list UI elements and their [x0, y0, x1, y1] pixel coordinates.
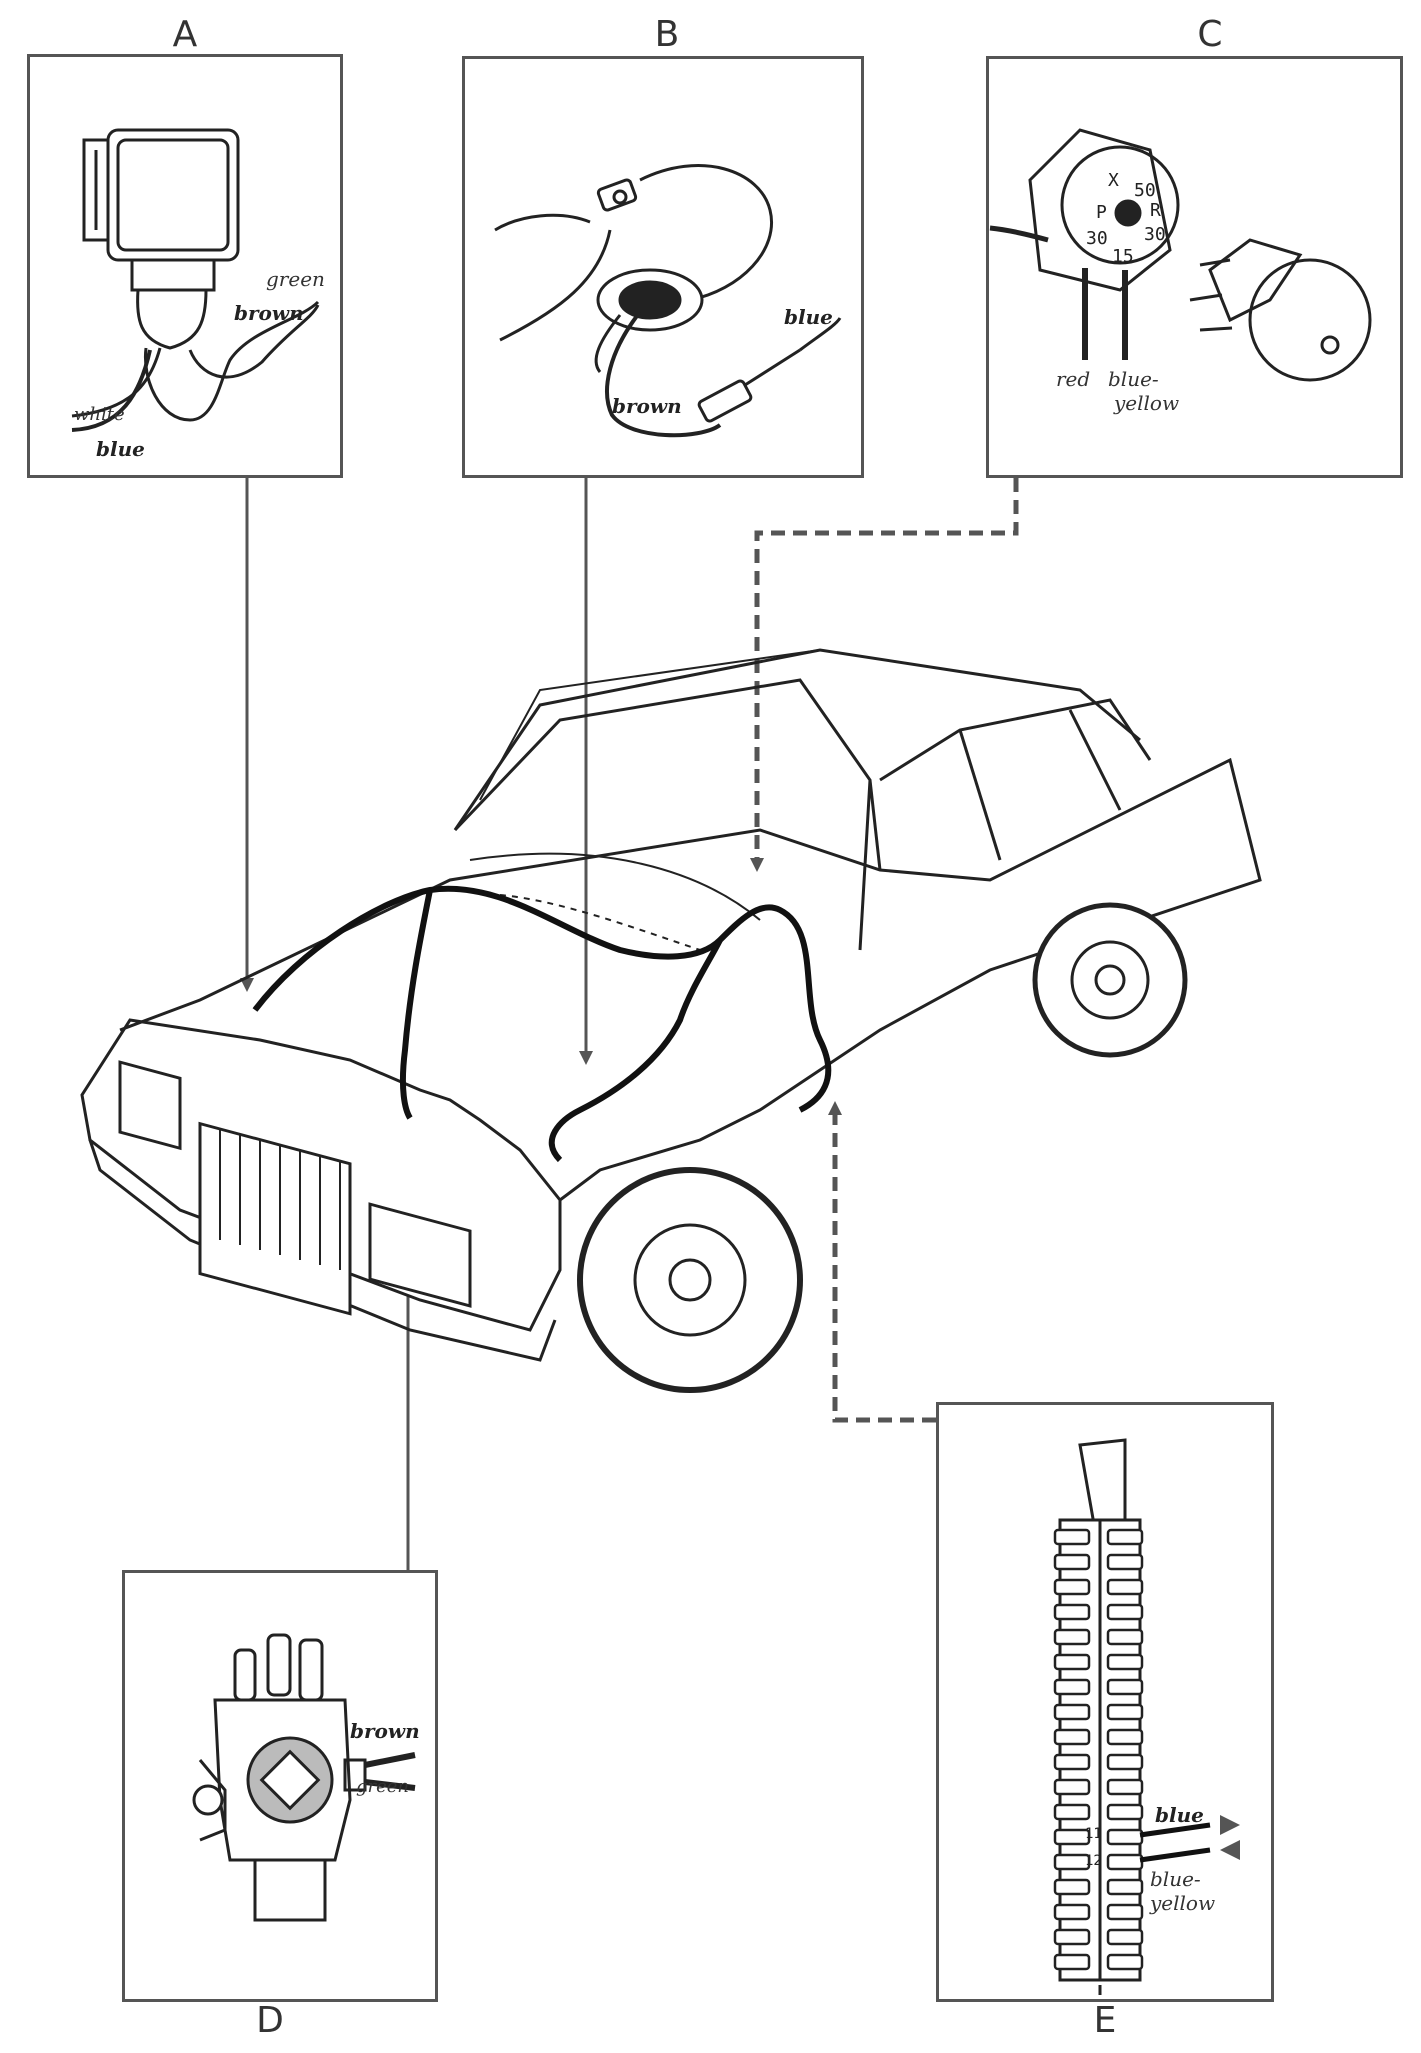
panel-b-label-blue: blue: [784, 305, 833, 329]
terminal-clip: [1106, 1603, 1144, 1621]
terminal-clip: [1106, 1878, 1144, 1896]
terminal-30b: 30: [1144, 224, 1166, 245]
terminal-clip: [1053, 1553, 1091, 1571]
panel-d-letter: D: [256, 2000, 284, 2041]
arrow-b: [579, 1051, 593, 1065]
terminal-clip: [1106, 1803, 1144, 1821]
leader-arrows: [240, 858, 842, 1115]
terminal-clip: [1106, 1728, 1144, 1746]
terminal-15: 15: [1112, 246, 1134, 267]
terminal-block-drawing: [1058, 1438, 1142, 1995]
panel-e-label-blue-yellow-2: yellow: [1149, 1891, 1215, 1915]
panel-e-letter: E: [1093, 2000, 1117, 2041]
panel-d-label-green: green: [356, 1776, 409, 1797]
panel-b: [462, 56, 864, 478]
coil-drawing: [494, 164, 842, 438]
terminal-clip: [1106, 1578, 1144, 1596]
terminal-clip: [1053, 1528, 1091, 1546]
terminal-50: 50: [1134, 180, 1156, 201]
car-wiring-harness: [252, 885, 832, 1163]
terminal-clip: [1053, 1903, 1091, 1921]
arrow-out-icon: [1220, 1815, 1240, 1835]
leader-lines: [245, 478, 1019, 1570]
terminal-clip: [1053, 1778, 1091, 1796]
terminal-clip: [1053, 1653, 1091, 1671]
arrow-c: [750, 858, 764, 872]
terminal-clip: [1053, 1928, 1091, 1946]
leader-c: [754, 478, 1019, 865]
terminal-clip: [1053, 1803, 1091, 1821]
terminal-clip: [1106, 1778, 1144, 1796]
terminal-clip: [1106, 1528, 1144, 1546]
panel-d-label-brown: brown: [350, 1719, 420, 1743]
terminal-clip: [1106, 1953, 1144, 1971]
arrow-e: [828, 1101, 842, 1115]
terminal-clip: [1106, 1828, 1144, 1846]
terminal-p: P: [1096, 202, 1107, 223]
panel-a-label-white: white: [74, 404, 125, 425]
terminal-clip: [1053, 1878, 1091, 1896]
terminal-clip: [1106, 1753, 1144, 1771]
terminal-clip: [1053, 1628, 1091, 1646]
panel-a-label-blue: blue: [96, 437, 145, 461]
terminal-clip: [1053, 1953, 1091, 1971]
terminal-clip: [1053, 1728, 1091, 1746]
panel-c-letter: C: [1197, 14, 1223, 55]
panel-e-label-blue-yellow-1: blue-: [1150, 1867, 1201, 1891]
terminal-30a: 30: [1086, 228, 1108, 249]
panel-c-label-blue-yellow-1: blue-: [1108, 367, 1159, 391]
panel-a-letter: A: [172, 14, 198, 55]
terminal-clip: [1106, 1903, 1144, 1921]
terminal-clip: [1053, 1703, 1091, 1721]
distributor-drawing: [192, 1633, 416, 1922]
terminal-clip: [1106, 1928, 1144, 1946]
terminal-clip: [1053, 1853, 1091, 1871]
arrow-a: [240, 978, 254, 992]
terminal-x: X: [1108, 170, 1119, 191]
terminal-r: R: [1150, 200, 1161, 221]
terminal-11-label: 11: [1085, 1826, 1102, 1842]
terminal-clip: [1106, 1678, 1144, 1696]
car-illustration: [80, 648, 1262, 1393]
relay-drawing: [71, 128, 320, 432]
terminal-block-rows: [1053, 1528, 1144, 1971]
terminal-clip: [1106, 1853, 1144, 1871]
terminal-clip: [1053, 1603, 1091, 1621]
terminal-clip: [1053, 1753, 1091, 1771]
terminal-block-wires: [1139, 1822, 1211, 1863]
panel-e-label-blue: blue: [1155, 1803, 1204, 1827]
panel-b-letter: B: [654, 14, 680, 55]
leader-e: [832, 1108, 936, 1423]
panel-b-label-brown: brown: [612, 394, 682, 418]
panel-c-label-blue-yellow-2: yellow: [1113, 391, 1179, 415]
ignition-terminal-labels: X P R 50 30 15 30: [1086, 170, 1166, 267]
terminal-clip: [1053, 1828, 1091, 1846]
panel-a-label-green: green: [266, 267, 325, 291]
panel-c-label-red: red: [1056, 367, 1090, 391]
terminal-clip: [1106, 1653, 1144, 1671]
terminal-clip: [1106, 1628, 1144, 1646]
panel-a-label-brown: brown: [234, 301, 304, 325]
terminal-clip: [1106, 1553, 1144, 1571]
terminal-12-label: 12: [1085, 1853, 1102, 1869]
arrow-in-icon: [1220, 1840, 1240, 1860]
terminal-clip: [1106, 1703, 1144, 1721]
terminal-clip: [1053, 1678, 1091, 1696]
terminal-clip: [1053, 1578, 1091, 1596]
ignition-switch-drawing: [989, 128, 1372, 382]
